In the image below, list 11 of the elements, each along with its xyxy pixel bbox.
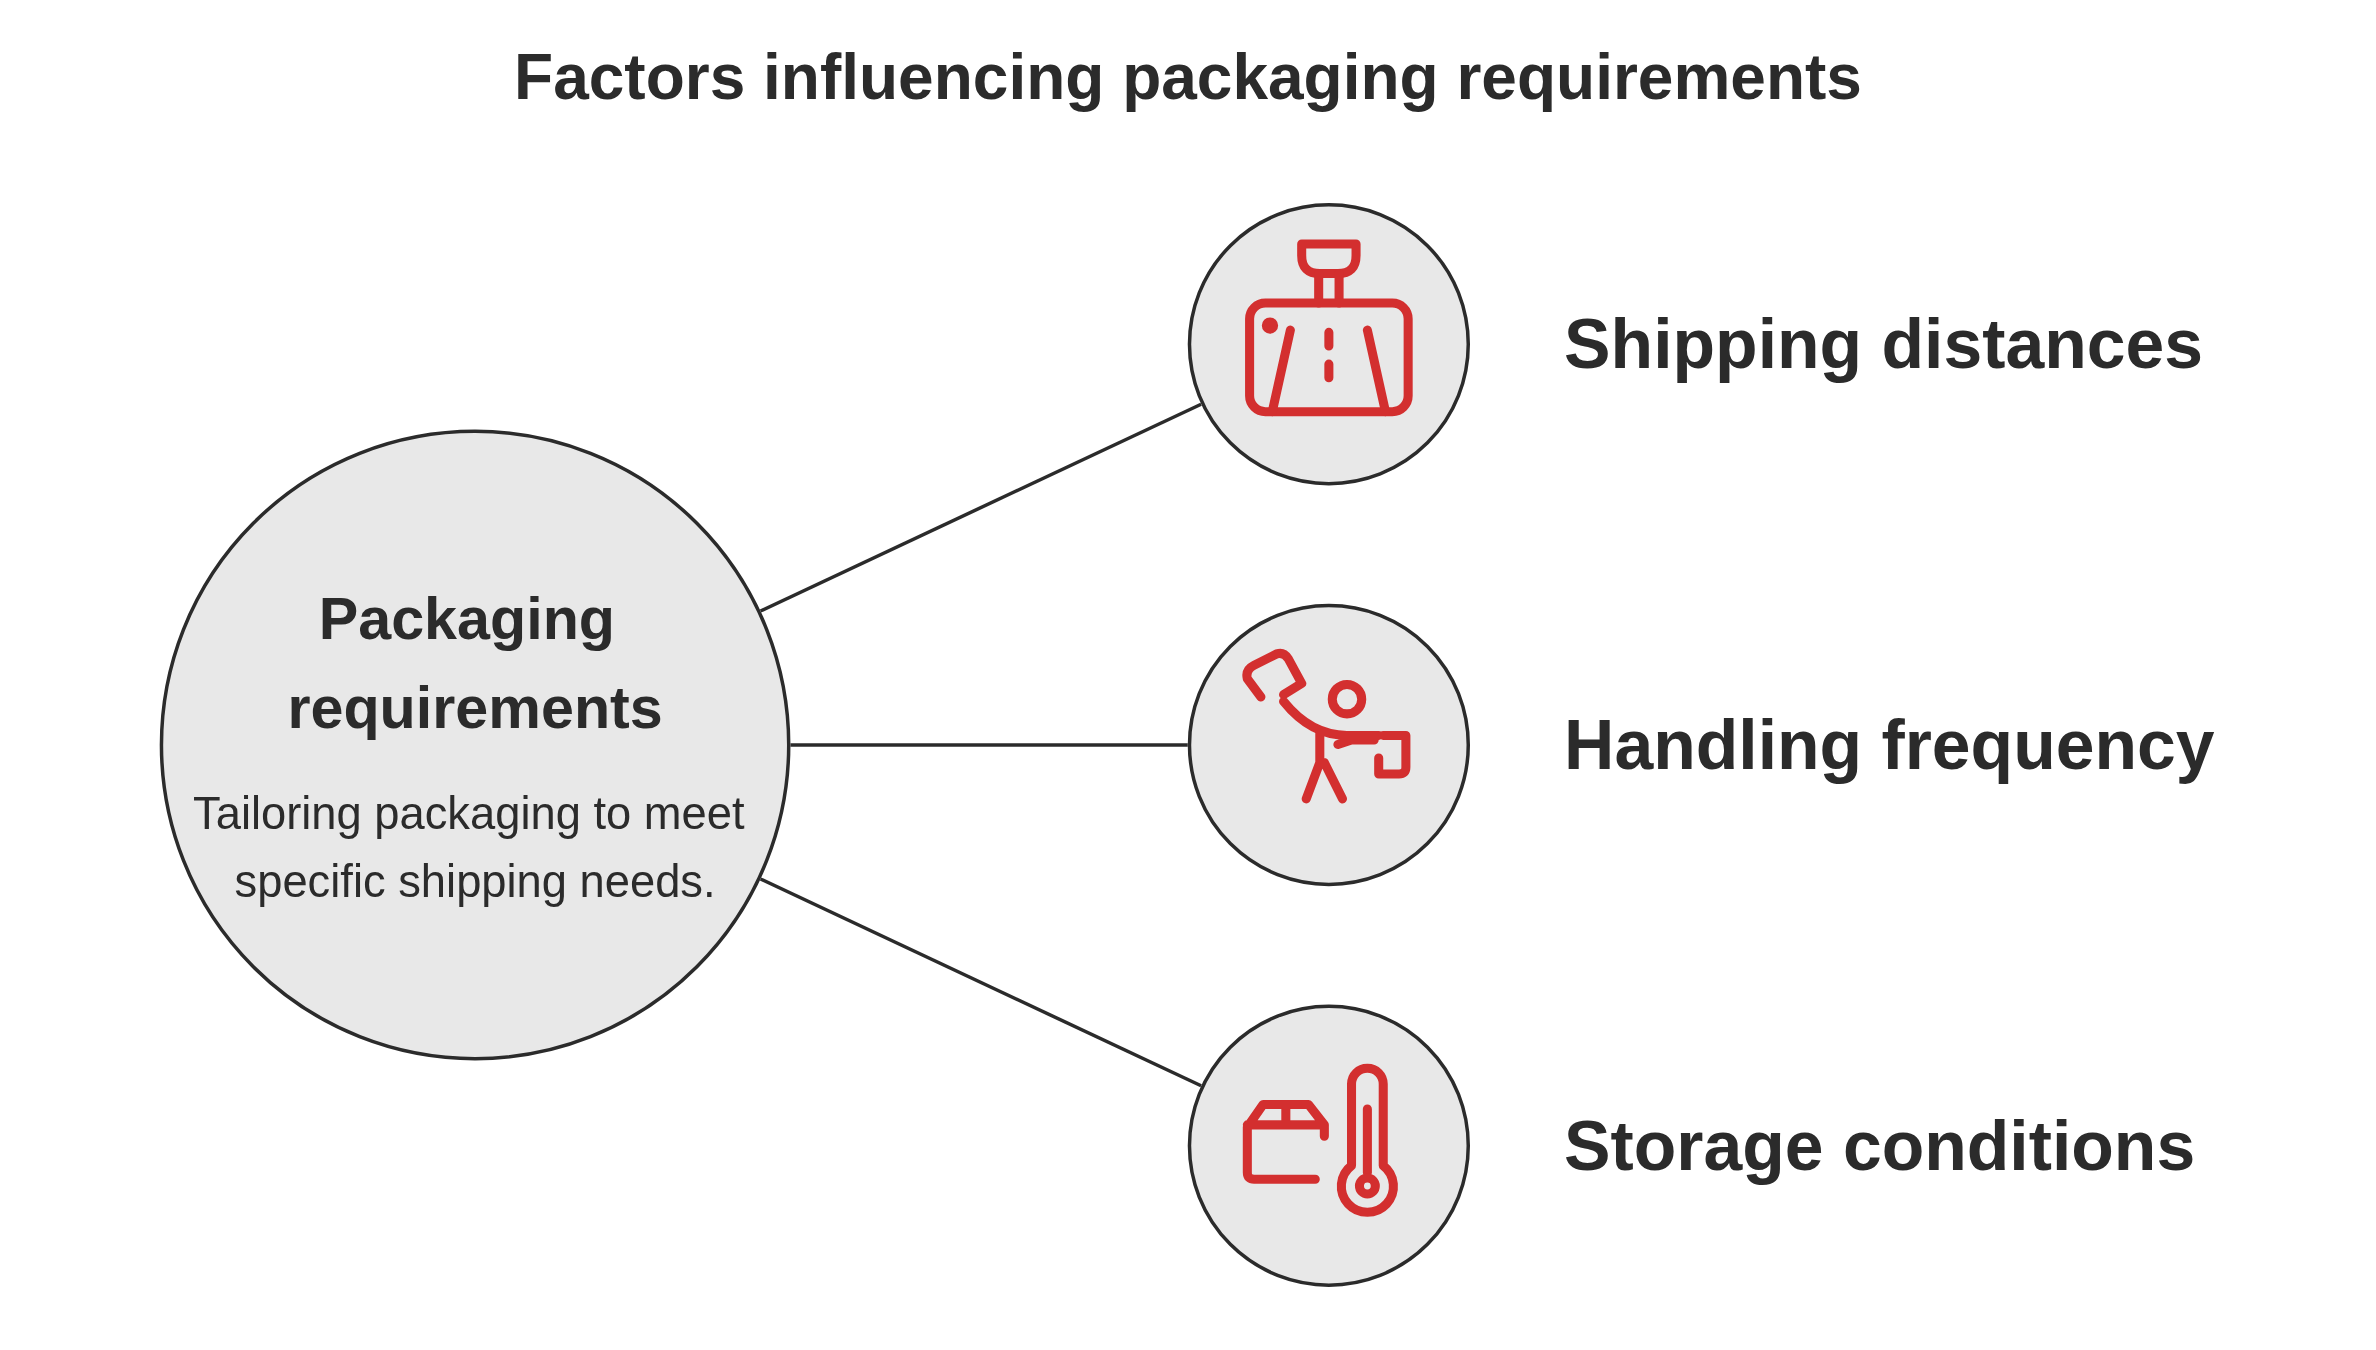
node-caption: Storage conditions xyxy=(1564,1106,2196,1185)
connector xyxy=(759,402,1202,613)
node-circle xyxy=(1187,203,1470,486)
connector xyxy=(759,877,1202,1088)
node-circle xyxy=(1187,603,1470,887)
node-caption: Handling frequency xyxy=(1564,706,2215,784)
node-circle xyxy=(1187,1004,1470,1287)
diagram-title: Factors influencing packaging requirements xyxy=(513,40,1863,115)
node-caption: Shipping distances xyxy=(1564,305,2203,384)
connector xyxy=(790,743,1188,747)
node-circle: Packaging requirements Tailoring packaging to meet specific shipping needs. xyxy=(159,429,791,1061)
